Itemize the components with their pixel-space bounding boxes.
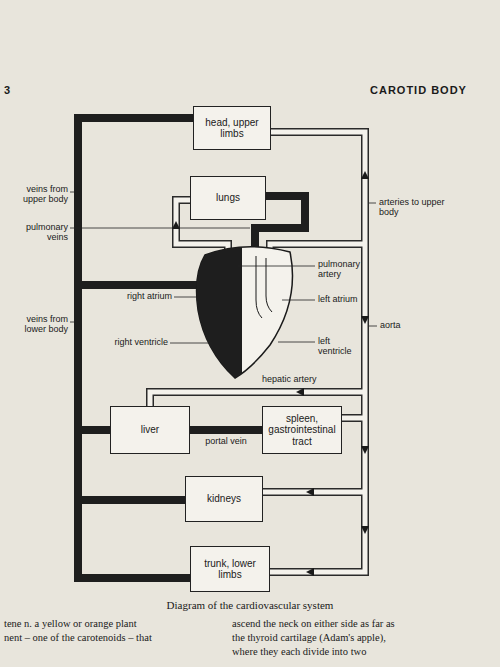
body-text: where they each divide into two — [232, 646, 366, 658]
body-text: tene n. a yellow or orange plant — [4, 618, 137, 630]
box-label: lungs — [216, 192, 240, 204]
box-label: kidneys — [207, 493, 241, 505]
page-number: 3 — [4, 84, 11, 97]
body-text: ascend the neck on either side as far as — [232, 618, 395, 630]
organ-box: liver — [110, 406, 190, 454]
organ-box: spleen, gastrointestinal tract — [262, 406, 342, 454]
running-head: CAROTID BODY — [370, 84, 467, 97]
vessel-label: veins from upper body — [4, 184, 68, 205]
organ-box: head, upper limbs — [193, 106, 271, 150]
vein-connector — [190, 426, 262, 434]
vessel-label: aorta — [380, 320, 401, 330]
connector-label: portal vein — [203, 436, 249, 446]
box-label: head, upper limbs — [198, 117, 266, 140]
chamber-label: left ventricle — [318, 336, 360, 357]
body-text: the thyroid cartilage (Adam's apple), — [232, 632, 386, 644]
organ-box: trunk, lower limbs — [190, 546, 270, 592]
box-label: trunk, lower limbs — [195, 558, 265, 581]
figure-caption: Diagram of the cardiovascular system — [0, 599, 500, 612]
body-text: nent – one of the carotenoids – that — [4, 632, 152, 644]
box-label: spleen, gastrointestinal tract — [267, 413, 337, 448]
chamber-label: right ventricle — [104, 337, 168, 347]
chamber-label: right atrium — [116, 291, 172, 301]
vessel-label: veins from lower body — [4, 314, 68, 335]
organ-box: kidneys — [185, 476, 263, 522]
chamber-label: left atrium — [318, 294, 378, 304]
vessel-label: pulmonary veins — [4, 222, 68, 243]
vessel-label: arteries to upper body — [379, 197, 459, 218]
organ-box: lungs — [190, 176, 266, 220]
box-label: liver — [141, 424, 159, 436]
vessel-label: hepatic artery — [262, 374, 342, 384]
vessel-label: pulmonary artery — [318, 259, 378, 280]
